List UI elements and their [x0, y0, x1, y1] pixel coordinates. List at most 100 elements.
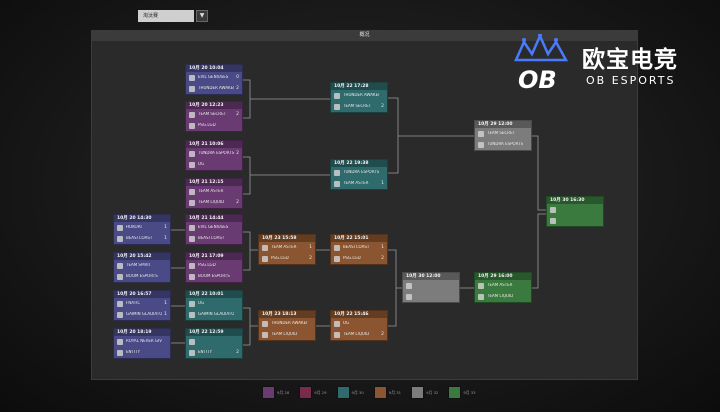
chevron-down-icon[interactable]: ▼: [196, 10, 208, 22]
team-row[interactable]: [403, 280, 459, 291]
team-row[interactable]: OG: [331, 318, 387, 329]
match-card[interactable]: 10月 30 12:00: [402, 272, 460, 303]
team-score: 1: [164, 312, 167, 317]
legend-item: 9月 29: [299, 386, 327, 399]
match-card[interactable]: 10月 30 16:30: [546, 196, 604, 227]
team-row[interactable]: TUNDRA ESPORTS: [475, 139, 531, 150]
team-name: TEAM LIQUID: [271, 332, 298, 337]
team-row[interactable]: BOOM ESPORTS: [186, 271, 242, 282]
team-row[interactable]: TEAM LIQUID: [259, 329, 315, 340]
logo-mark: OB: [518, 66, 557, 94]
team-row[interactable]: [547, 215, 603, 226]
legend-item: 9月 28: [262, 386, 289, 399]
team-name: TUNDRA ESPORTS: [343, 170, 379, 175]
team-name: OG: [343, 321, 350, 326]
team-row[interactable]: THUNDER AWAKEN: [331, 90, 387, 101]
match-date: 10月 20 10:04: [186, 65, 242, 72]
team-score: 0: [236, 75, 239, 80]
team-name: OG: [198, 162, 205, 167]
team-row[interactable]: BOOM ESPORTS: [114, 271, 170, 282]
team-row[interactable]: [186, 336, 242, 347]
team-row[interactable]: TEAM ASTER: [186, 186, 242, 197]
team-score: 2: [309, 256, 312, 261]
team-row[interactable]: [403, 291, 459, 302]
team-row[interactable]: TEAM SPIRIT: [114, 260, 170, 271]
team-row[interactable]: EVIL GENIUSES: [186, 222, 242, 233]
team-logo-icon: [117, 224, 123, 231]
stage-dropdown-value[interactable]: 淘汰赛: [138, 10, 194, 22]
team-logo-icon: [478, 282, 484, 289]
match-date: 10月 29 16:00: [475, 273, 531, 280]
team-row[interactable]: PSG.LGD: [186, 260, 242, 271]
logo-cn: 欧宝电竞: [582, 47, 678, 73]
team-row[interactable]: TEAM SECRET: [475, 128, 531, 139]
team-score: 1: [309, 245, 312, 250]
team-row[interactable]: GAIMIN GLADIATORS: [186, 309, 242, 320]
team-name: TUNDRA ESPORTS: [198, 151, 234, 156]
team-name: BEASTCOAST: [126, 236, 153, 241]
team-row[interactable]: [547, 204, 603, 215]
team-logo-icon: [117, 273, 123, 280]
panel-title: 概况: [91, 30, 638, 41]
team-logo-icon: [117, 349, 123, 356]
team-row[interactable]: THUNDER AWAKEN: [259, 318, 315, 329]
team-row[interactable]: OG: [186, 298, 242, 309]
team-logo-icon: [550, 206, 556, 213]
team-logo-icon: [262, 244, 268, 251]
team-name: PSG.LGD: [198, 123, 216, 128]
team-row[interactable]: TEAM LIQUID: [475, 291, 531, 302]
team-logo-icon: [189, 273, 195, 280]
team-row[interactable]: TEAM ASTER: [475, 280, 531, 291]
team-name: TEAM SECRET: [343, 104, 372, 109]
match-date: 10月 20 12:23: [186, 102, 242, 109]
team-row[interactable]: OG: [186, 159, 242, 170]
team-row[interactable]: TUNDRA ESPORTS: [331, 167, 387, 178]
team-logo-icon: [334, 103, 340, 110]
match-date: 10月 29 12:00: [475, 121, 531, 128]
stage-dropdown[interactable]: 淘汰赛 ▼: [138, 10, 208, 22]
team-row[interactable]: GAIMIN GLADIATORS1: [114, 309, 170, 320]
team-row[interactable]: PSG.LGD: [186, 120, 242, 131]
team-score: 1: [164, 225, 167, 230]
team-row[interactable]: BEASTCOAST: [186, 233, 242, 244]
legend-swatch: [299, 386, 313, 399]
team-row[interactable]: ENTITY: [114, 347, 170, 358]
